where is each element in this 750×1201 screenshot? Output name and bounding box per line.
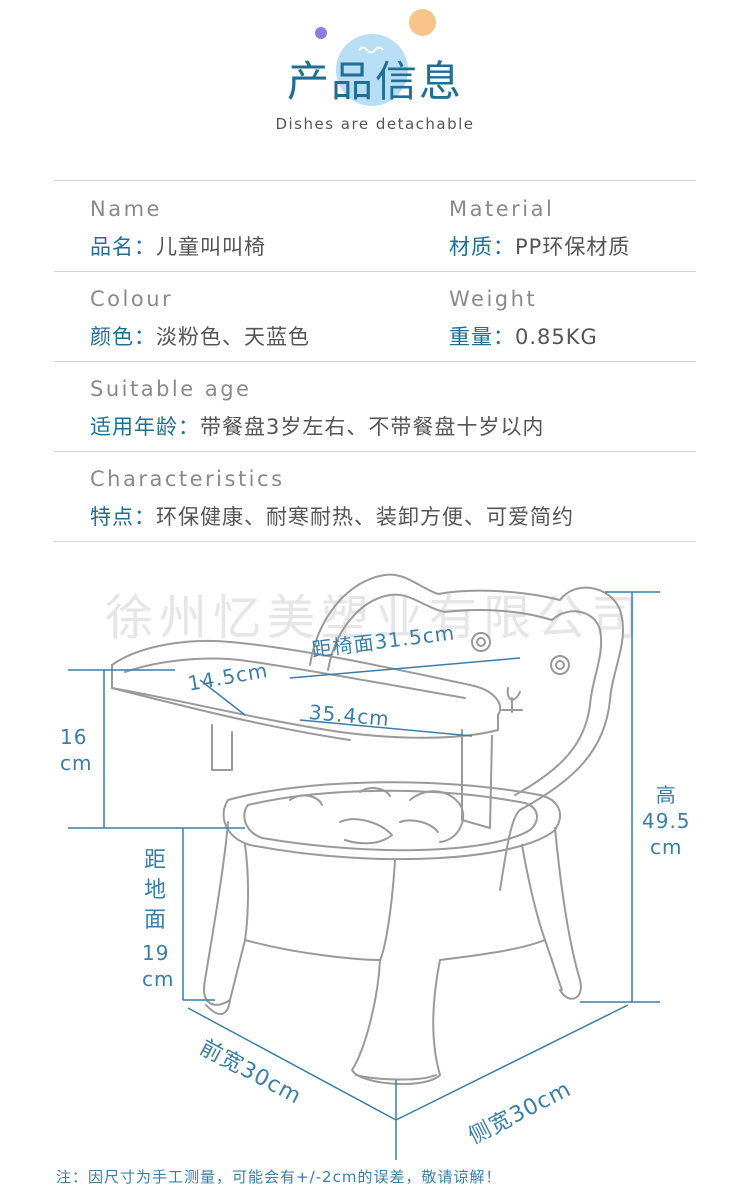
spec-label-en: Characteristics	[90, 467, 285, 491]
orange-dot-icon	[409, 9, 436, 36]
page-title: 产品信息	[286, 57, 463, 106]
company-watermark: 徐州忆美塑业有限公司	[104, 590, 645, 646]
spec-label-en: Material	[449, 197, 555, 221]
spec-value: 特点：环保健康、耐寒耐热、装卸方便、可爱简约	[90, 505, 574, 529]
chair-drawing	[68, 573, 660, 1160]
page-subtitle: Dishes are detachable	[275, 115, 475, 133]
spec-value: 适用年龄：带餐盘3岁左右、不带餐盘十岁以内	[90, 415, 545, 439]
blue-circle-icon	[336, 34, 408, 106]
spec-label-en: Colour	[90, 287, 174, 311]
spec-label-en: Suitable age	[90, 377, 252, 401]
divider	[54, 451, 696, 452]
divider	[54, 180, 696, 181]
seat-height-label: 距 地 面	[144, 848, 168, 933]
spec-value: 重量：0.85KG	[449, 325, 598, 349]
measurement-note: 注：因尺寸为手工测量，可能会有+/-2cm的误差，敬请谅解！	[56, 1168, 502, 1186]
divider	[54, 361, 696, 362]
wave-icon	[358, 46, 384, 54]
spec-label-en: Name	[90, 197, 162, 221]
total-height-label: 高 49.5 cm	[642, 783, 691, 859]
spec-value: 材质：PP环保材质	[449, 235, 631, 259]
purple-dot-icon	[315, 27, 327, 39]
divider	[54, 541, 696, 542]
spec-label-en: Weight	[449, 287, 538, 311]
seat-height-value: 19 cm	[142, 941, 175, 991]
spec-value: 颜色：淡粉色、天蓝色	[90, 325, 310, 349]
divider	[54, 271, 696, 272]
spec-value: 品名：儿童叫叫椅	[90, 235, 266, 259]
armrest-height-label: 16 cm	[60, 725, 93, 775]
